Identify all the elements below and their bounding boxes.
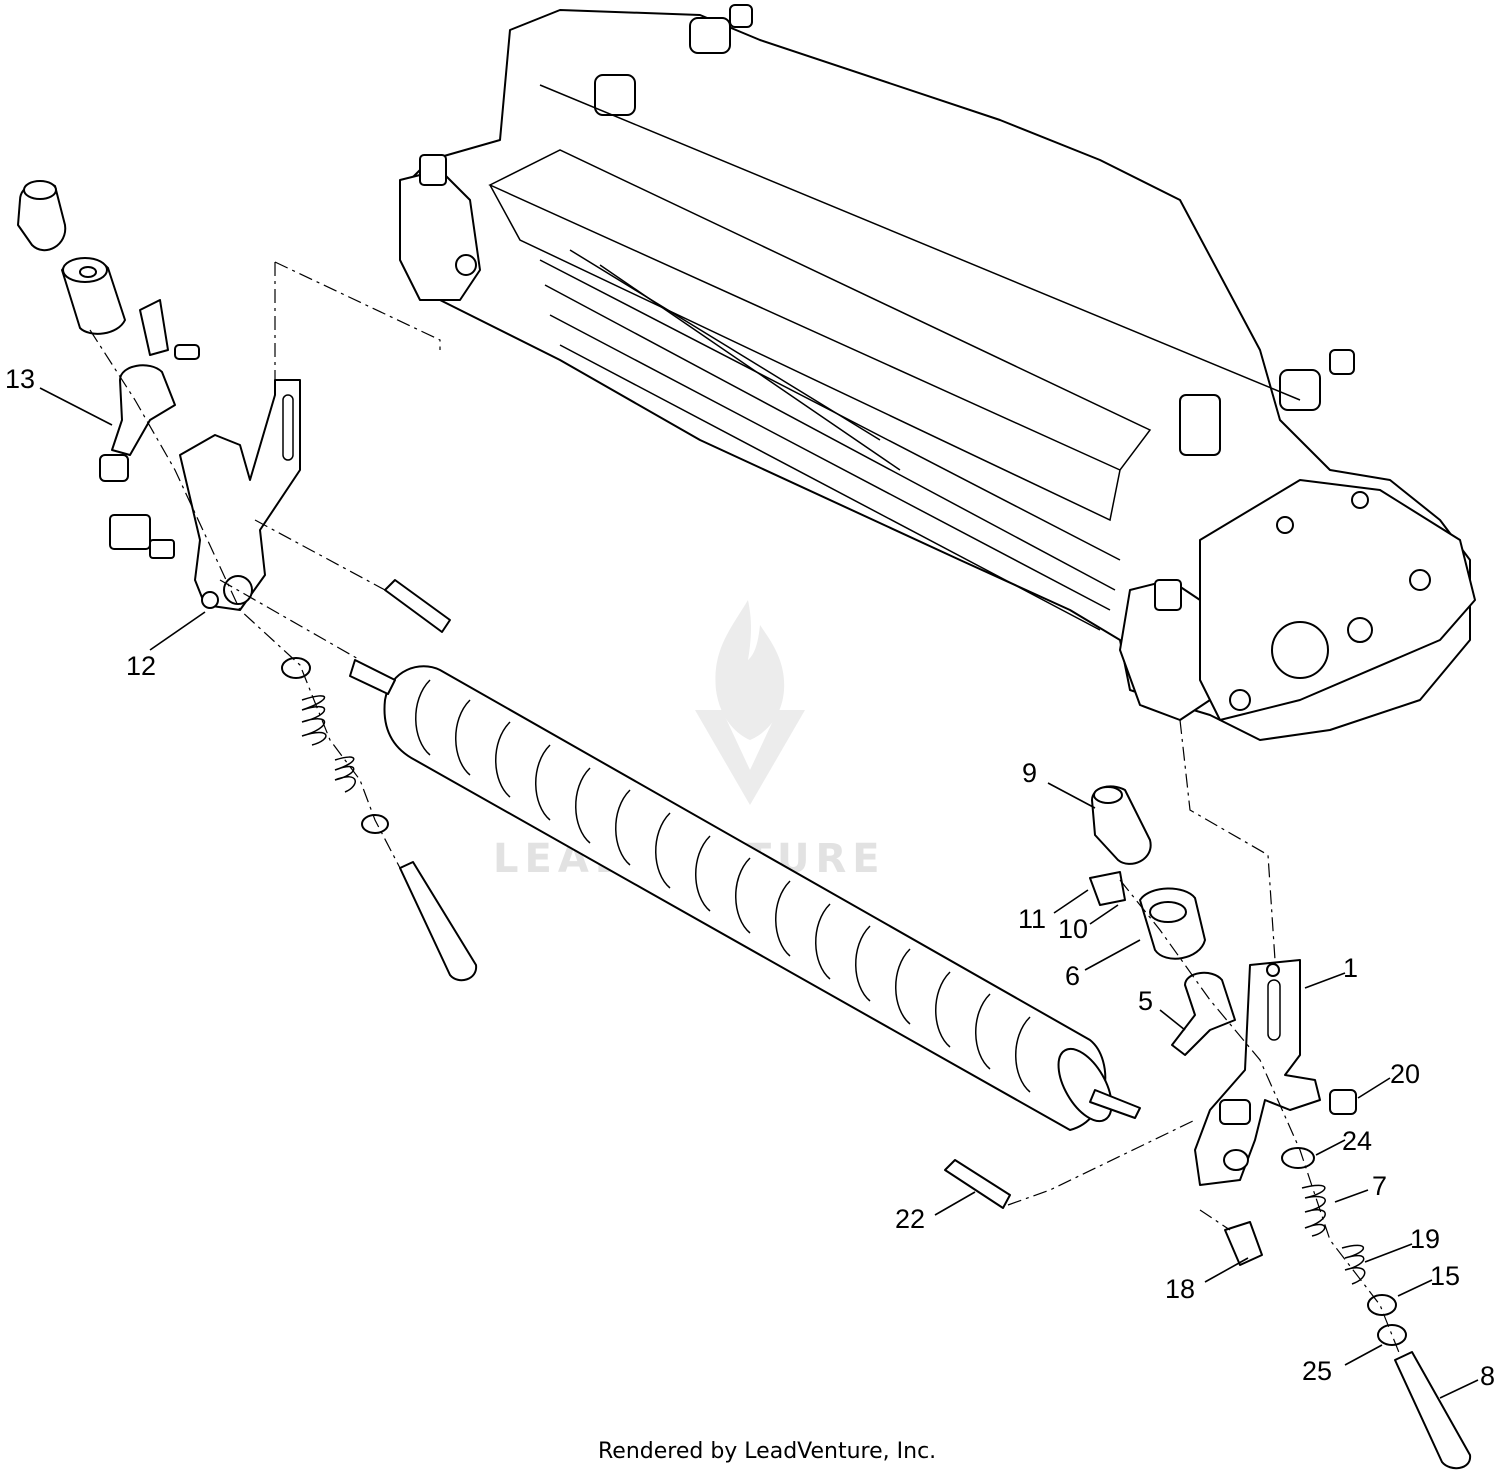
callout-8: 8 [1480, 1361, 1495, 1391]
callout-9: 9 [1022, 758, 1037, 788]
right-bolt-8 [1394, 1351, 1472, 1470]
footer-credit: Rendered by LeadVenture, Inc. [598, 1439, 936, 1464]
callout-labels: 13 12 9 11 10 6 1 5 20 24 7 22 19 15 18 … [5, 364, 1495, 1391]
left-bolt [399, 861, 478, 982]
callout-18: 18 [1165, 1274, 1195, 1304]
callout-1: 1 [1343, 953, 1358, 983]
left-handle [111, 364, 176, 456]
right-arm-1 [1194, 959, 1321, 1186]
callout-22: 22 [895, 1204, 925, 1234]
callout-12: 12 [126, 651, 156, 681]
callout-11: 11 [1018, 904, 1046, 934]
right-pin-22 [944, 1159, 1011, 1209]
callout-19: 19 [1410, 1224, 1440, 1254]
front-roller [349, 659, 1141, 1131]
callout-6: 6 [1065, 961, 1080, 991]
reel-cutting-unit [399, 4, 1476, 741]
right-handle-5 [1171, 971, 1236, 1056]
callout-13: 13 [5, 364, 35, 394]
right-side-parts [944, 719, 1472, 1470]
left-side-parts [17, 180, 478, 982]
callout-10: 10 [1058, 914, 1088, 944]
callout-24: 24 [1342, 1126, 1372, 1156]
watermark-v-icon [695, 710, 805, 805]
callout-20: 20 [1390, 1059, 1420, 1089]
callout-25: 25 [1302, 1356, 1332, 1386]
leader-lines [39, 387, 1479, 1399]
left-arm-12 [179, 379, 301, 611]
callout-5: 5 [1138, 986, 1153, 1016]
watermark-flame-icon [715, 600, 785, 740]
callout-7: 7 [1372, 1171, 1387, 1201]
callout-15: 15 [1430, 1261, 1460, 1291]
